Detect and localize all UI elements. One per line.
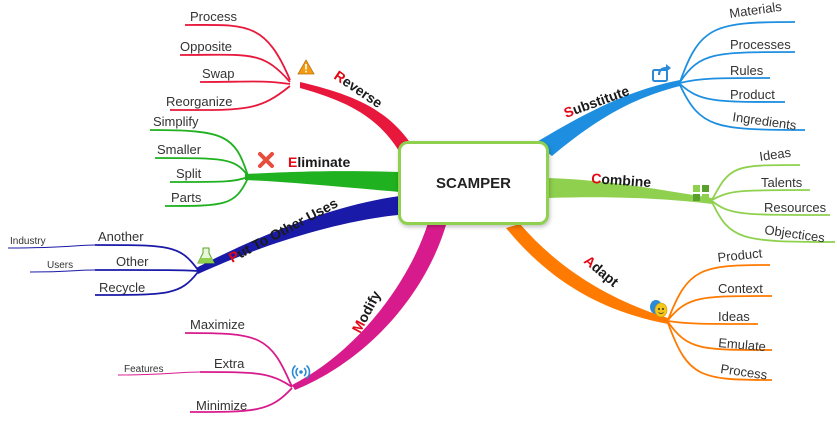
central-topic: SCAMPER — [398, 141, 549, 225]
eliminate-children-lines — [149, 129, 249, 207]
put-child-2: Recycle — [99, 280, 145, 295]
modify-child-0: Maximize — [190, 317, 245, 332]
puzzle-icon — [693, 185, 709, 201]
modify-child-2: Minimize — [196, 398, 247, 413]
modify-subchild-line — [117, 371, 201, 376]
modify-branch — [292, 223, 446, 390]
put-child-1: Other — [116, 254, 149, 269]
substitute-child-0: Materials — [728, 0, 783, 21]
modify-child-1: Extra — [214, 356, 245, 371]
share-icon — [652, 64, 671, 82]
combine-branch — [548, 178, 712, 204]
put-subchild-industry: Industry — [10, 236, 46, 247]
reverse-child-0: Process — [190, 9, 237, 24]
put-subchild-users: Users — [47, 260, 73, 271]
combine-label: Combine — [591, 170, 652, 190]
adapt-child-3: Emulate — [718, 335, 767, 354]
adapt-child-2: Ideas — [718, 309, 750, 324]
put-subchildren-lines — [7, 244, 96, 273]
eliminate-label: Eliminate — [288, 154, 350, 170]
eliminate-child-1: Smaller — [157, 142, 202, 157]
substitute-children-lines — [679, 21, 806, 131]
adapt-children-lines — [667, 264, 773, 381]
adapt-branch — [506, 224, 668, 324]
combine-children-lines — [711, 164, 836, 243]
eliminate-branch — [245, 171, 400, 192]
central-topic-label: SCAMPER — [435, 174, 511, 192]
reverse-child-1: Opposite — [180, 39, 232, 54]
combine-child-1: Talents — [761, 175, 803, 190]
reverse-children-lines — [169, 23, 291, 111]
eliminate-child-0: Simplify — [153, 114, 199, 129]
put-child-0: Another — [98, 229, 144, 244]
adapt-child-4: Process — [720, 361, 769, 382]
put-children-lines — [94, 244, 199, 296]
signal-icon — [291, 365, 311, 379]
substitute-child-3: Product — [730, 87, 775, 102]
put-to-other-uses-label: Put To Other Uses — [226, 195, 341, 266]
flask-icon — [197, 247, 215, 264]
substitute-child-1: Processes — [730, 37, 791, 52]
reverse-child-2: Swap — [202, 66, 235, 81]
adapt-child-1: Context — [718, 281, 763, 296]
eliminate-child-3: Parts — [171, 190, 202, 205]
adapt-child-0: Product — [717, 245, 764, 265]
red-x-icon — [258, 152, 274, 168]
warning-icon — [297, 59, 315, 75]
substitute-branch — [535, 80, 680, 156]
substitute-child-2: Rules — [730, 63, 764, 78]
masks-icon — [650, 300, 668, 318]
eliminate-child-2: Split — [176, 166, 202, 181]
modify-children-lines — [184, 332, 293, 413]
put-to-other-uses-branch — [196, 196, 408, 274]
modify-subchild-features: Features — [124, 364, 163, 375]
combine-child-2: Resources — [764, 200, 827, 215]
reverse-child-3: Reorganize — [166, 94, 233, 109]
combine-child-0: Ideas — [758, 145, 792, 164]
